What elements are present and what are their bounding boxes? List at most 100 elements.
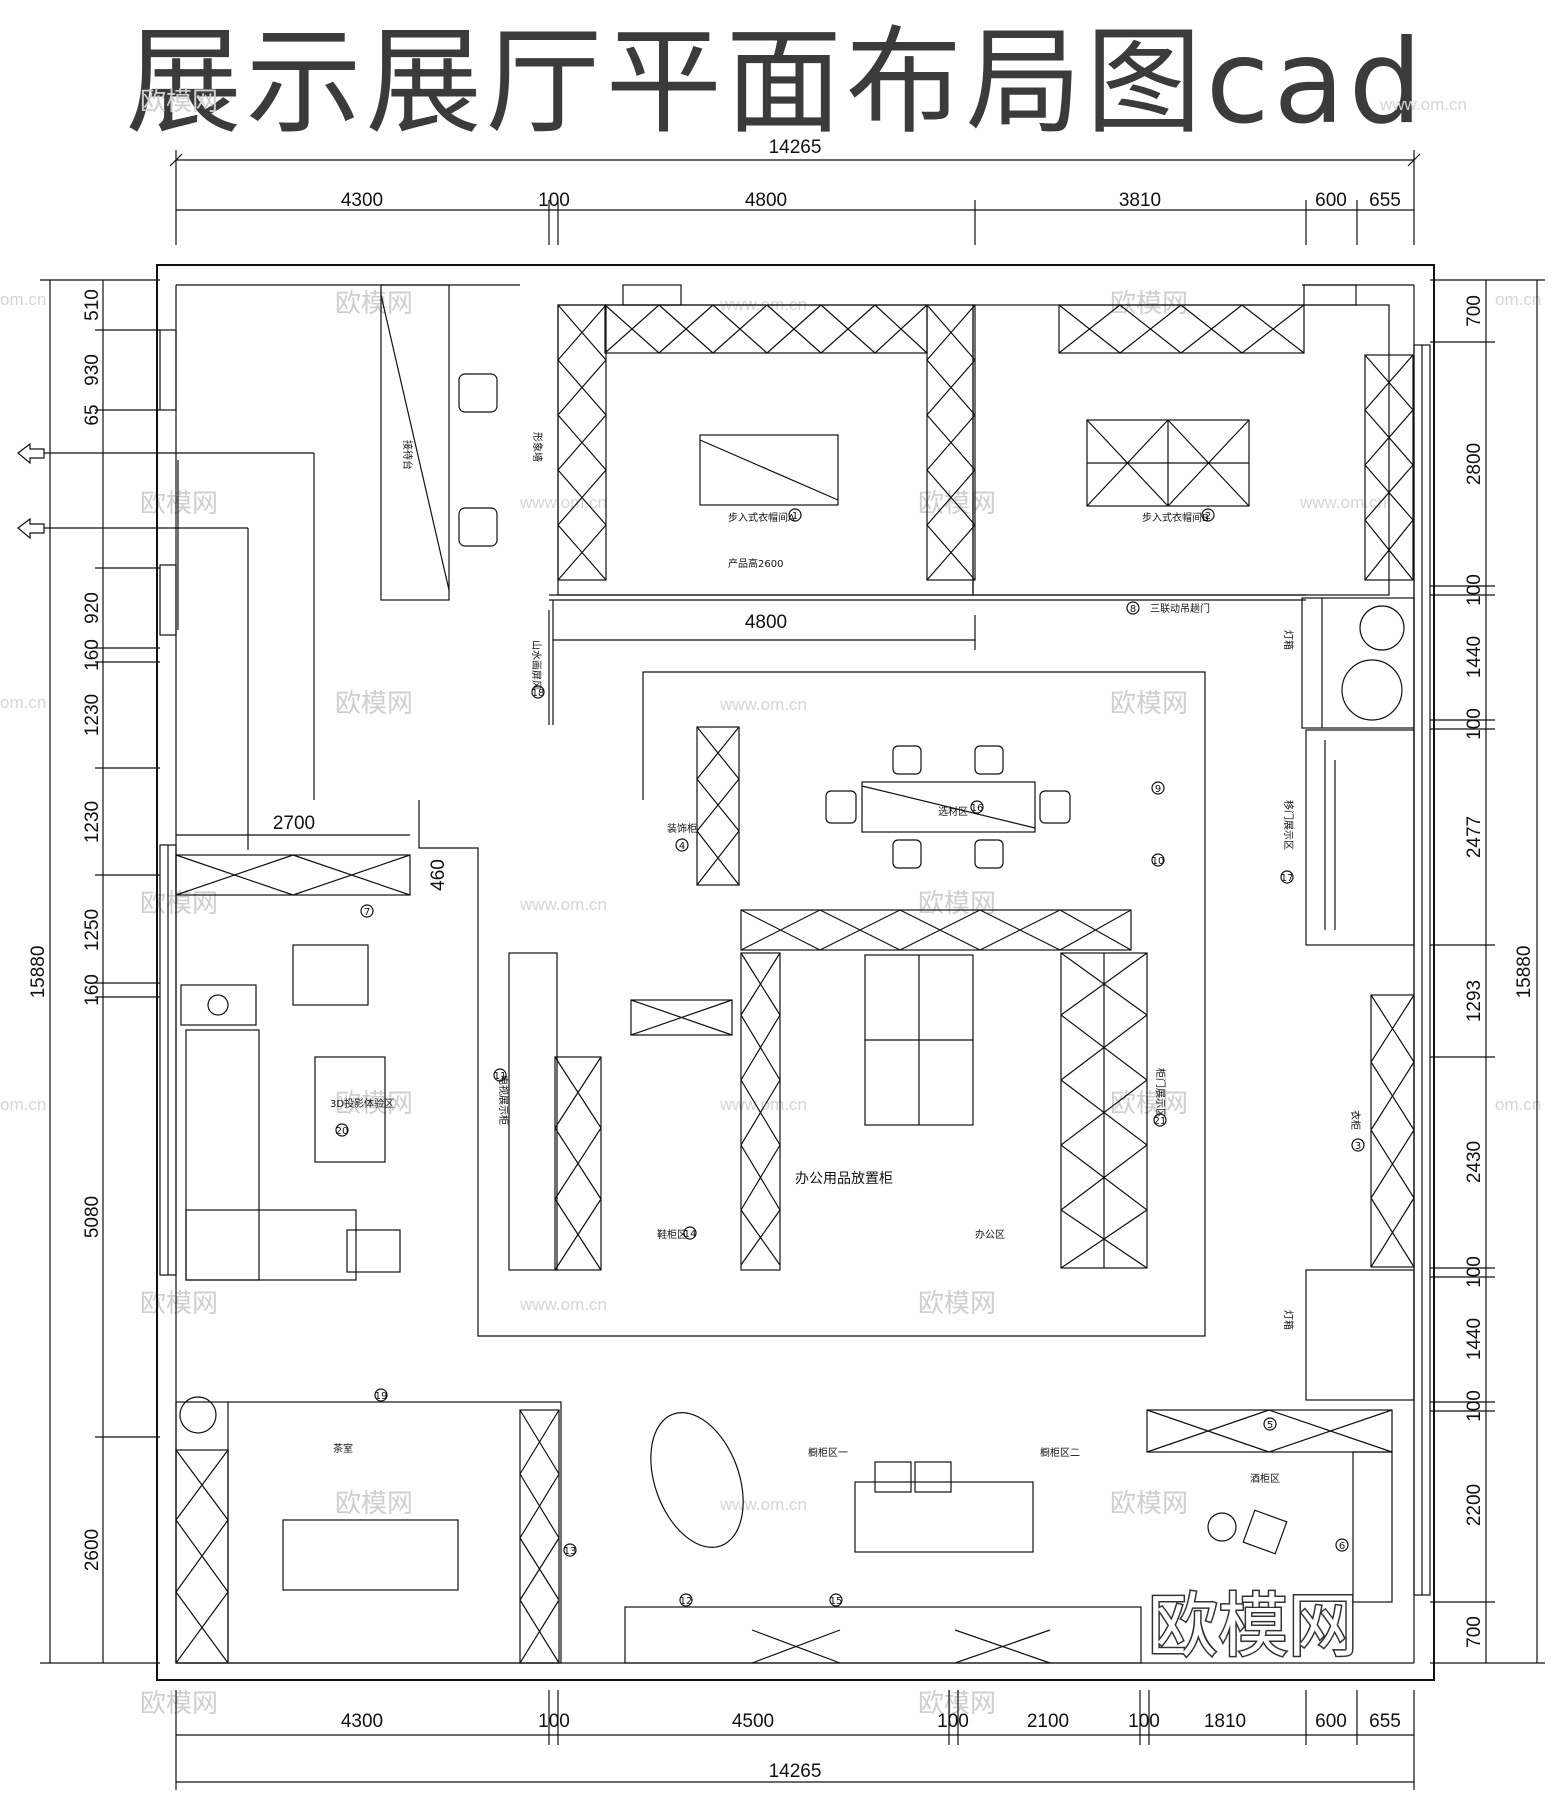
bottom-dimensions: 4300 100 4500 100 2100 100 1810 600 655 … — [175, 1690, 1415, 1790]
watermark: 欧模网 — [918, 1689, 996, 1719]
kitchen-areas: 橱柜区一 橱柜区二 酒柜区 — [624, 1409, 1393, 1664]
marker-1: 1 — [788, 508, 802, 522]
watermark: 欧模网 — [1110, 289, 1188, 319]
lamp-icon — [207, 994, 229, 1016]
dim-left: 930 — [82, 354, 103, 386]
marker-15: 15 — [829, 1593, 843, 1607]
cabinet-area-1-label: 橱柜区一 — [808, 1446, 848, 1459]
walkin-a-label: 步入式衣帽间A — [728, 511, 795, 524]
watermark-url: om.cn — [0, 1095, 46, 1114]
dim-right: 1293 — [1464, 980, 1485, 1022]
watermark: 欧模网 — [335, 1089, 413, 1119]
screen-label: 山水画屏风 — [530, 640, 542, 690]
round-table — [650, 1412, 744, 1548]
dim-left: 5080 — [82, 1196, 103, 1238]
wardrobe-label: 衣柜 — [1349, 1110, 1362, 1130]
watermark: 欧模网 — [140, 1689, 218, 1719]
dim-bottom-total: 14265 — [769, 1761, 822, 1782]
watermark: 欧模网 — [140, 1289, 218, 1319]
marker-4: 4 — [675, 838, 689, 852]
svg-text:8: 8 — [1130, 604, 1136, 615]
entrance-arrows — [17, 442, 315, 850]
markers: 1 2 3 4 5 6 7 8 9 10 11 12 13 14 15 16 1… — [335, 508, 1365, 1607]
dim-inner: 2700 — [273, 813, 315, 834]
dim-left-total: 15880 — [28, 946, 49, 999]
marker-6: 6 — [1335, 1538, 1349, 1552]
shoe-cabinet-label: 鞋柜区 — [657, 1228, 687, 1241]
svg-text:15: 15 — [830, 1596, 843, 1607]
dim-bottom: 4300 — [341, 1711, 383, 1732]
marker-10: 10 — [1151, 853, 1165, 867]
watermark-url: om.cn — [0, 290, 46, 309]
watermark-url: www.om.cn — [719, 1495, 807, 1514]
svg-text:4: 4 — [679, 841, 685, 852]
tea-room-label: 茶室 — [333, 1442, 353, 1455]
watermark-url: www.om.cn — [519, 895, 607, 914]
watermark: 欧模网 — [918, 1289, 996, 1319]
armchair — [292, 944, 369, 1006]
dim-left: 920 — [82, 592, 103, 624]
island-a — [699, 434, 839, 506]
watermark-url: om.cn — [1495, 290, 1541, 309]
door-display-2-label: 柜门展示区 — [1154, 1068, 1167, 1118]
triple-door-label: 三联动吊趟门 — [1150, 602, 1210, 615]
marker-12: 12 — [679, 1593, 693, 1607]
shoe-cabinet-zone: 鞋柜区 电视展示柜 — [497, 952, 733, 1271]
svg-text:14: 14 — [684, 1229, 697, 1240]
dim-right: 100 — [1464, 1390, 1485, 1422]
marker-21: 21 — [1153, 1113, 1167, 1127]
tv-cabinet-label: 电视展示柜 — [497, 1075, 510, 1125]
marker-3: 3 — [1351, 1138, 1365, 1152]
ottoman — [346, 1229, 401, 1273]
svg-text:10: 10 — [1152, 856, 1165, 867]
dim-bottom: 100 — [1128, 1711, 1160, 1732]
image-wall-label: 形象墙 — [531, 432, 544, 462]
dim-left: 160 — [82, 974, 103, 1006]
watermark: 欧模网 — [918, 889, 996, 919]
projection-zone: 2700 460 3D投影体验区 — [175, 813, 449, 1281]
watermark: 欧模网 — [335, 689, 413, 719]
tea-table — [282, 1519, 459, 1591]
light-panel-1-label: 灯箱 — [1282, 630, 1295, 650]
watermark: 欧模网 — [1110, 689, 1188, 719]
walkin-closets: 步入式衣帽间A 步入式衣帽间B 产品高2600 三联动吊趟门 — [549, 284, 1414, 615]
stool — [458, 373, 498, 413]
svg-text:16: 16 — [971, 803, 984, 814]
watermark: 欧模网 — [140, 489, 218, 519]
dim-right: 100 — [1464, 1256, 1485, 1288]
watermark: 欧模网 — [1110, 1089, 1188, 1119]
svg-text:2: 2 — [1205, 511, 1211, 522]
svg-text:20: 20 — [336, 1126, 349, 1137]
dim-left: 1250 — [82, 909, 103, 951]
svg-text:11: 11 — [494, 1071, 507, 1082]
marker-8: 8 — [1126, 601, 1140, 615]
left-dimensions: 15880 510 930 65 920 160 1230 1230 1250 … — [28, 279, 160, 1664]
watermark-layer: 欧模网 www.om.cn 欧模网 www.om.cn 欧模网 欧模网 www.… — [0, 87, 1541, 1719]
side-table — [180, 984, 257, 1026]
page-title: 展示展厅平面布局图cad — [125, 15, 1427, 150]
dim-right: 2800 — [1464, 443, 1485, 485]
dim-top: 600 — [1315, 190, 1347, 211]
watermark: 欧模网 — [140, 87, 218, 117]
dim-left: 510 — [82, 289, 103, 321]
dim-bottom: 2100 — [1027, 1711, 1069, 1732]
dim-top: 100 — [538, 190, 570, 211]
material-table: 选材区 — [825, 745, 1071, 869]
dim-bottom: 100 — [538, 1711, 570, 1732]
reception-label: 接待台 — [401, 440, 414, 470]
watermark-url: www.om.cn — [719, 1095, 807, 1114]
plant-icon — [179, 1396, 217, 1434]
svg-text:19: 19 — [375, 1391, 388, 1402]
coffee-table — [314, 1056, 386, 1163]
dim-left: 65 — [82, 404, 103, 425]
svg-text:5: 5 — [1267, 1420, 1273, 1431]
inner-dim-4800: 4800 山水画屏风 — [530, 600, 976, 725]
dim-right: 100 — [1464, 574, 1485, 606]
svg-text:3: 3 — [1355, 1141, 1361, 1152]
dim-bottom: 1810 — [1204, 1711, 1246, 1732]
marker-18: 18 — [531, 685, 545, 699]
walkin-b-label: 步入式衣帽间B — [1142, 511, 1209, 524]
decor-cabinet-label: 装饰柜 — [667, 822, 697, 835]
marker-13: 13 — [563, 1543, 577, 1557]
right-dimensions: 15880 700 2800 100 1440 100 2477 1293 24… — [1430, 279, 1545, 1664]
